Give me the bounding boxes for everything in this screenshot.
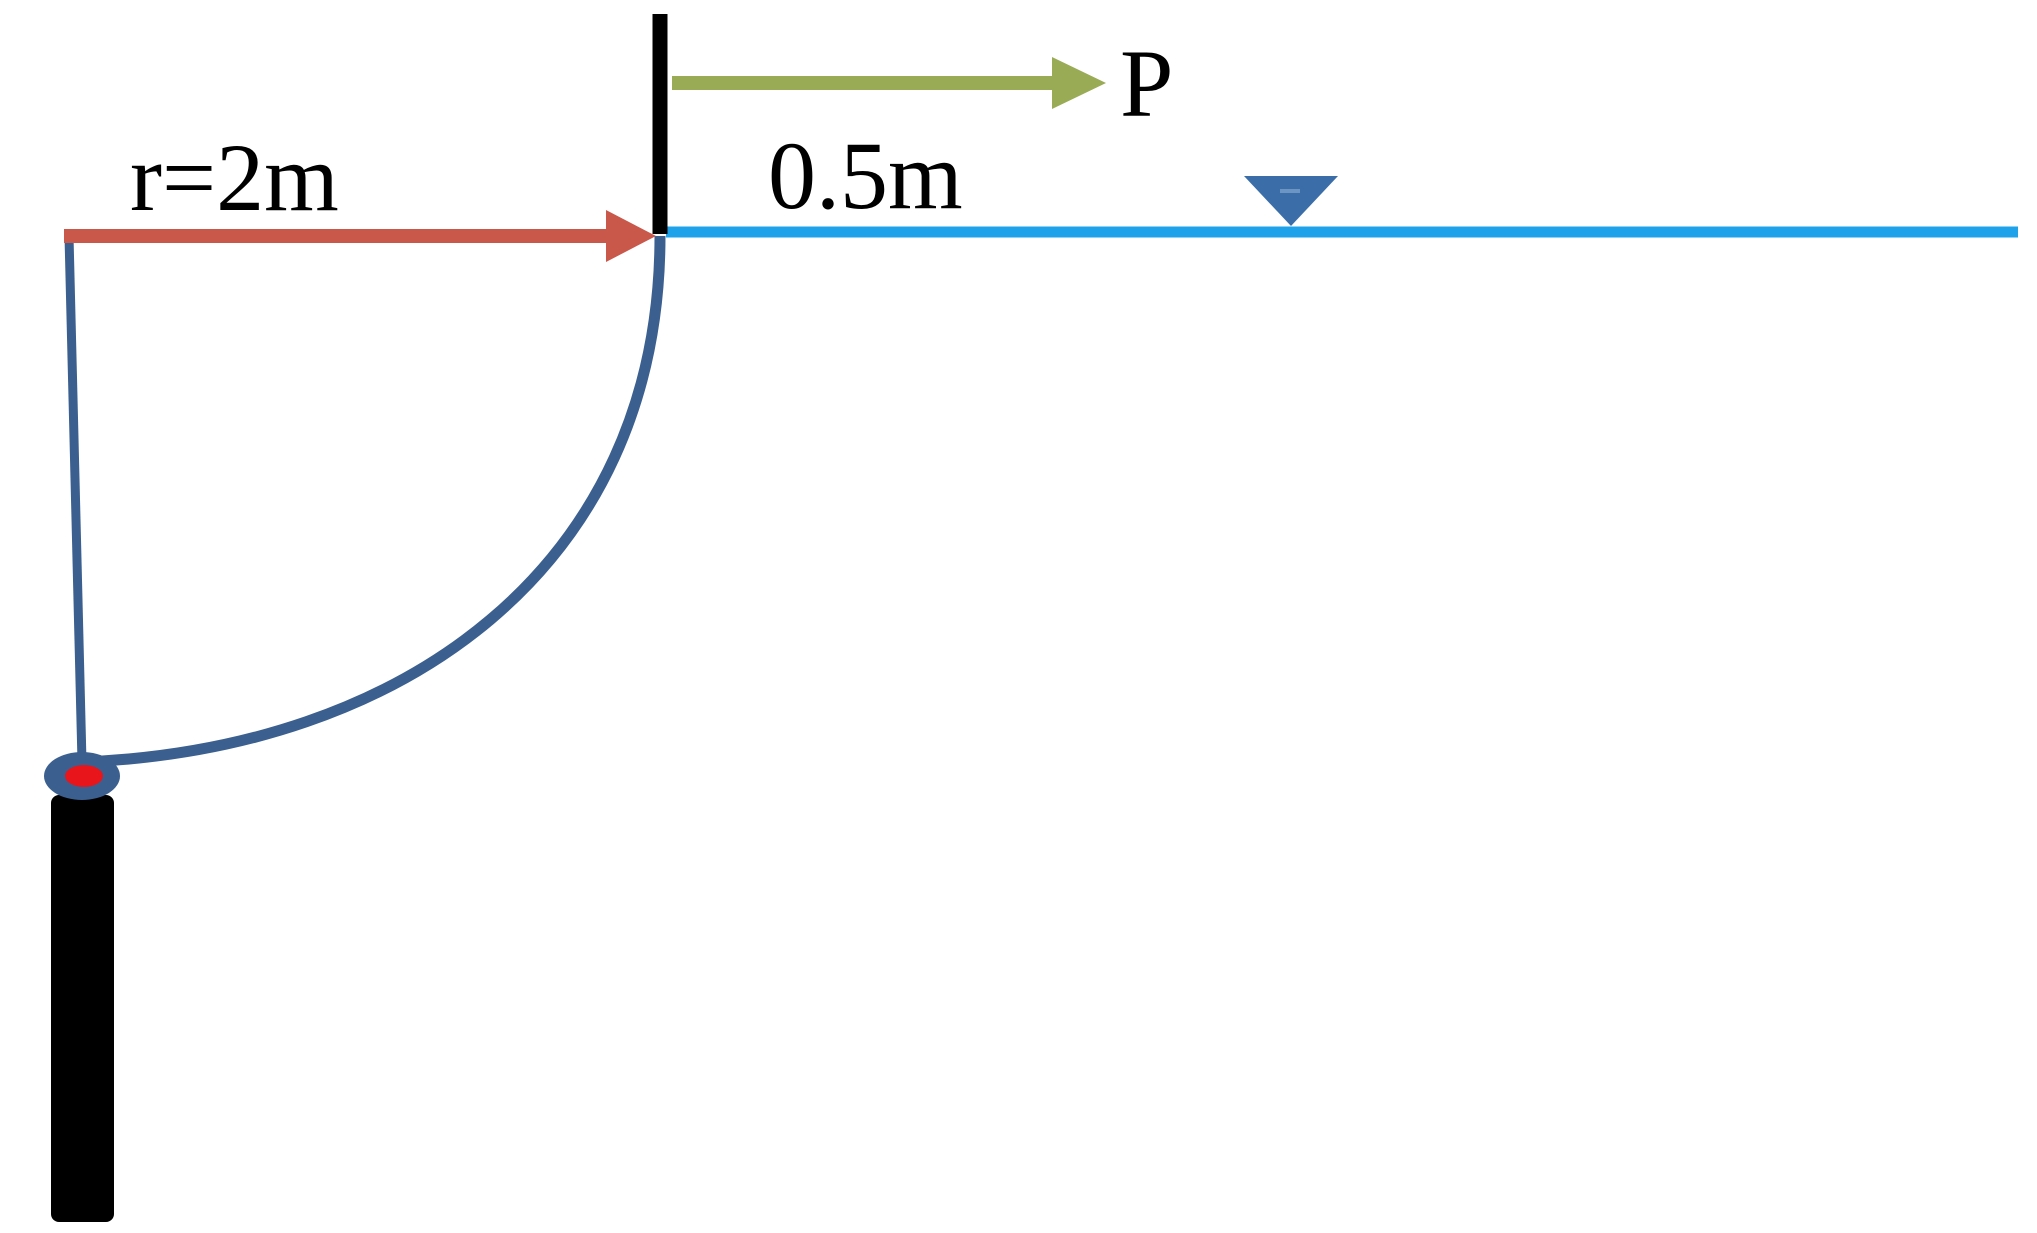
force-label: P [1120,30,1173,137]
support-post [51,795,114,1222]
radius-label: r=2m [130,124,339,231]
force-arrow [672,57,1106,109]
radius-arrow [64,210,656,262]
hinge-icon [44,752,120,800]
gate-arc [81,235,666,768]
width-label: 0.5m [768,122,963,229]
gate-radius-line [64,235,87,763]
water-level-marker-icon [1244,176,1338,226]
